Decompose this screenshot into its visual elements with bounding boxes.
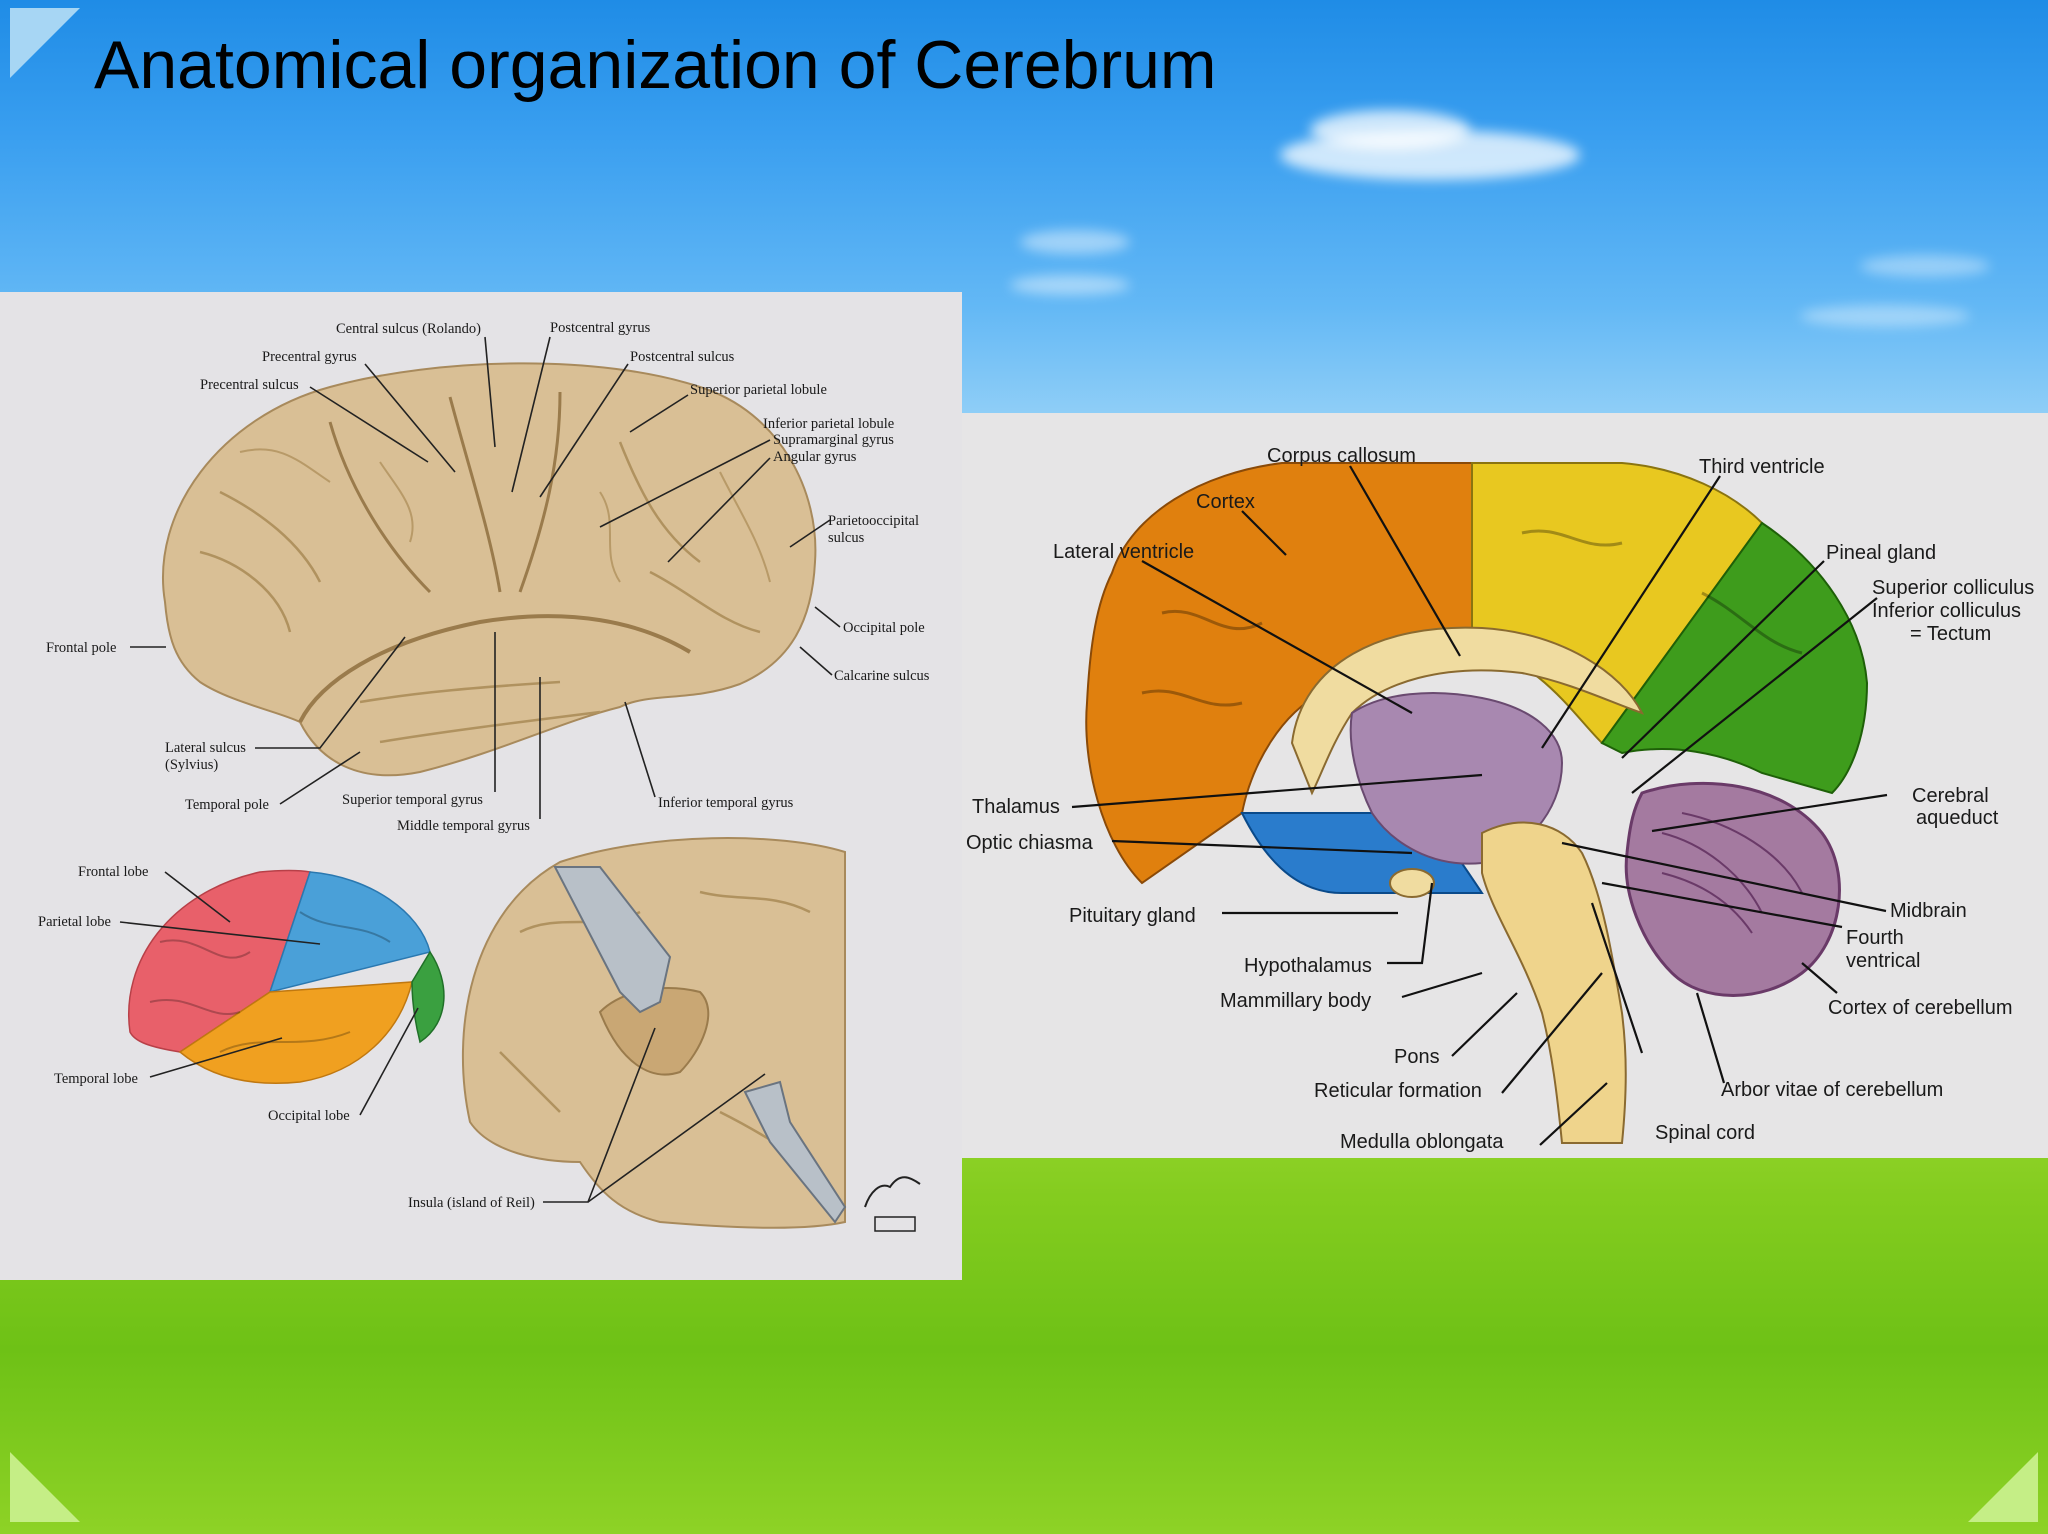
label-precentral-gyrus: Precentral gyrus — [262, 349, 357, 365]
label-pons: Pons — [1394, 1046, 1440, 1068]
sagittal-brain-drawing — [1085, 462, 1869, 1144]
label-arbor-vitae: Arbor vitae of cerebellum — [1721, 1079, 1943, 1101]
label-parietooccipital-sulcus: sulcus — [828, 530, 865, 546]
lobes-labels: Frontal lobe Parietal lobe Temporal lobe… — [38, 864, 350, 1124]
label-middle-temporal-gyrus: Middle temporal gyrus — [397, 818, 530, 834]
arbor-vitae-lines — [1661, 812, 1803, 934]
label-inferior-parietal-lobule: Inferior parietal lobule — [763, 416, 894, 432]
label-fourth: Fourth — [1846, 927, 1904, 949]
cortex-orange — [1085, 462, 1473, 885]
label-occipital-lobe: Occipital lobe — [268, 1108, 350, 1124]
label-temporal-pole: Temporal pole — [185, 797, 269, 813]
pituitary-shape — [1389, 868, 1435, 898]
label-reticular-formation: Reticular formation — [1314, 1080, 1482, 1102]
lateral-leader-lines — [130, 336, 841, 819]
label-cortex-of-cerebellum: Cortex of cerebellum — [1828, 997, 2013, 1019]
cloud — [1020, 230, 1130, 254]
frontal-lobe-region — [128, 869, 311, 1053]
cloud — [1860, 255, 1990, 277]
label-optic-chiasma: Optic chiasma — [966, 832, 1094, 854]
corner-triangle-bottom-right — [1968, 1452, 2038, 1522]
lateral-cerebrum-panel: Central sulcus (Rolando) Postcentral gyr… — [0, 292, 962, 1280]
label-lateral-sulcus-sylvius: (Sylvius) — [165, 757, 218, 773]
label-hypothalamus: Hypothalamus — [1244, 955, 1372, 977]
label-pineal-gland: Pineal gland — [1826, 542, 1936, 564]
label-temporal-lobe: Temporal lobe — [54, 1071, 138, 1087]
slide-title: Anatomical organization of Cerebrum — [94, 27, 1217, 103]
cloud — [1800, 305, 1970, 327]
label-frontal-pole: Frontal pole — [46, 640, 116, 656]
sagittal-brain-illustration: Corpus callosum Third ventricle Cortex L… — [966, 445, 2034, 1153]
brain-surface — [162, 362, 817, 777]
cloud — [1310, 110, 1470, 150]
cloud — [1010, 275, 1130, 295]
label-postcentral-gyrus: Postcentral gyrus — [550, 320, 651, 336]
lateral-labels: Central sulcus (Rolando) Postcentral gyr… — [46, 320, 930, 834]
label-central-sulcus: Central sulcus (Rolando) — [336, 321, 481, 337]
label-mammillary-body: Mammillary body — [1220, 990, 1371, 1012]
lobes-leader-lines — [119, 871, 419, 1116]
cerebellum-shape — [1624, 781, 1841, 997]
label-occipital-pole: Occipital pole — [843, 620, 925, 636]
label-cortex: Cortex — [1196, 491, 1255, 513]
label-midbrain: Midbrain — [1890, 900, 1967, 922]
temporal-lobe-region — [178, 981, 413, 1084]
label-thalamus: Thalamus — [972, 796, 1060, 818]
retractor-lower — [743, 1080, 847, 1224]
label-ventrical: ventrical — [1846, 950, 1920, 972]
sagittal-leader-lines — [1071, 465, 1888, 1146]
label-precentral-sulcus: Precentral sulcus — [200, 377, 299, 393]
sagittal-labels: Corpus callosum Third ventricle Cortex L… — [966, 445, 2034, 1153]
label-angular-gyrus: Angular gyrus — [773, 449, 857, 465]
label-medulla-oblongata: Medulla oblongata — [1340, 1131, 1504, 1153]
label-lateral-ventricle: Lateral ventricle — [1053, 541, 1194, 563]
corner-triangle-top-left — [10, 8, 80, 78]
label-superior-colliculus: Superior colliculus — [1872, 577, 2034, 599]
label-postcentral-sulcus: Postcentral sulcus — [630, 349, 735, 365]
label-spinal-cord: Spinal cord — [1655, 1122, 1755, 1144]
label-insula: Insula (island of Reil) — [408, 1195, 535, 1211]
netter-signature-icon — [864, 1176, 921, 1232]
brainstem-shape — [1481, 821, 1627, 1144]
label-superior-parietal-lobule: Superior parietal lobule — [690, 382, 827, 398]
label-cerebral: Cerebral — [1912, 785, 1989, 807]
retractor-upper — [553, 866, 672, 1014]
lobes-brain-drawing — [128, 869, 445, 1084]
label-superior-temporal-gyrus: Superior temporal gyrus — [342, 792, 483, 808]
label-parietooccipital: Parietooccipital — [828, 513, 919, 529]
lateral-brain-drawing — [162, 362, 817, 777]
label-third-ventricle: Third ventricle — [1699, 456, 1825, 478]
label-lateral-sulcus: Lateral sulcus — [165, 740, 246, 756]
label-aqueduct: aqueduct — [1916, 807, 1999, 829]
cortex-green — [1600, 521, 1869, 795]
label-inferior-temporal-gyrus: Inferior temporal gyrus — [658, 795, 794, 811]
label-pituitary-gland: Pituitary gland — [1069, 905, 1196, 927]
insula-leader-lines — [543, 1027, 766, 1203]
label-tectum: = Tectum — [1910, 623, 1991, 645]
occipital-lobe-region — [411, 950, 445, 1044]
label-corpus-callosum: Corpus callosum — [1267, 445, 1416, 467]
label-parietal-lobe: Parietal lobe — [38, 914, 111, 930]
label-supramarginal-gyrus: Supramarginal gyrus — [773, 432, 894, 448]
corner-triangle-bottom-left — [10, 1452, 80, 1522]
label-frontal-lobe: Frontal lobe — [78, 864, 148, 880]
sagittal-brain-panel: Corpus callosum Third ventricle Cortex L… — [962, 413, 2048, 1158]
label-calcarine-sulcus: Calcarine sulcus — [834, 668, 930, 684]
lateral-cerebrum-illustration: Central sulcus (Rolando) Postcentral gyr… — [38, 320, 930, 1232]
label-inferior-colliculus: Inferior colliculus — [1872, 600, 2021, 622]
